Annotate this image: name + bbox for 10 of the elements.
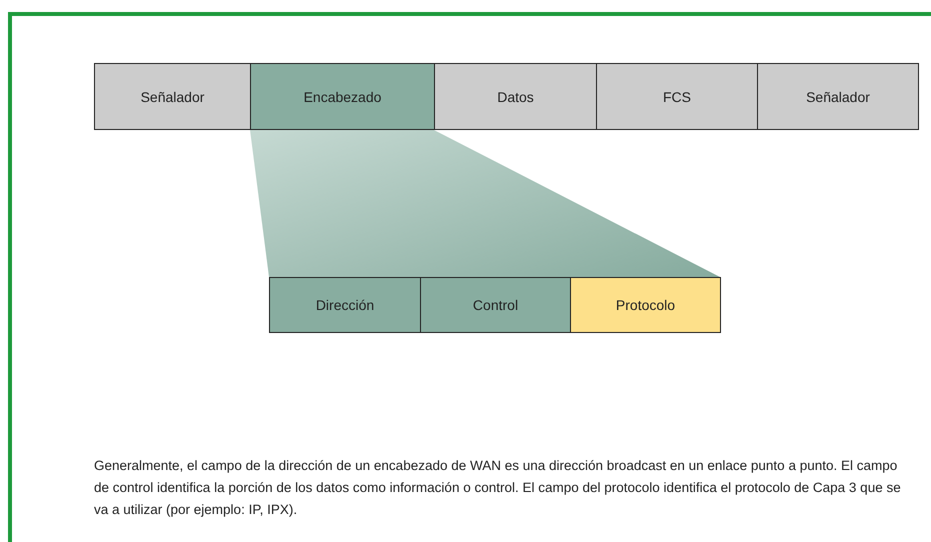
frame-field: Datos bbox=[434, 63, 597, 130]
frame-field: FCS bbox=[596, 63, 758, 130]
frame-field: Señalador bbox=[757, 63, 919, 130]
zoom-wedge bbox=[250, 130, 720, 277]
frame-field: Protocolo bbox=[570, 277, 721, 333]
frame-field: Dirección bbox=[269, 277, 421, 333]
frame-field: Encabezado bbox=[250, 63, 435, 130]
frame-field: Control bbox=[420, 277, 571, 333]
caption: Generalmente, el campo de la dirección de un encabezado de WAN es una dirección broadcast en un enlace punto a punto. El campo de control identifica la porción de los datos como información o control. El campo del protocolo identifica el protocolo de Capa 3 que se va a utilizar (por ejemplo: IP, IPX). bbox=[94, 457, 902, 519]
frame-field: Señalador bbox=[94, 63, 251, 130]
